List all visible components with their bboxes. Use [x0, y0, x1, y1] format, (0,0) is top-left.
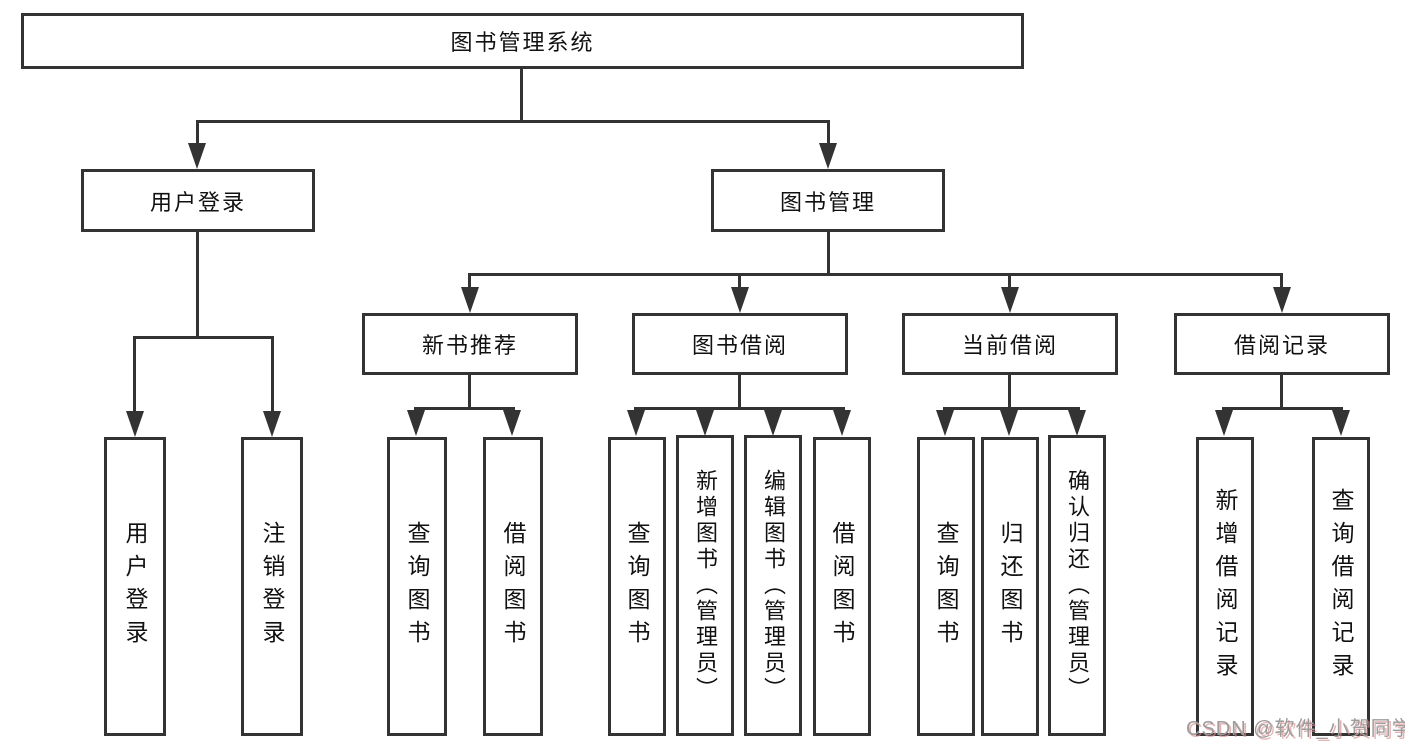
node-newrec-borrow-books: 借阅图书 — [483, 437, 543, 736]
connector-line — [1280, 375, 1283, 407]
node-borrowing-records: 借阅记录 — [1174, 313, 1390, 375]
node-root-label: 图书管理系统 — [450, 30, 595, 55]
arrow-down-icon — [126, 411, 144, 437]
node-records-add-record: 新增借阅记录 — [1196, 437, 1254, 736]
connector-line — [634, 407, 845, 410]
arrow-down-icon — [1215, 410, 1233, 436]
arrow-down-icon — [1332, 410, 1350, 436]
node-book-borrowing: 图书借阅 — [632, 313, 848, 375]
node-borrow-edit-books-admin-label: 编辑图书（管理员） — [761, 468, 786, 703]
node-user-login: 用户登录 — [81, 169, 315, 232]
arrow-down-icon — [731, 287, 749, 313]
node-current-confirm-return-admin-label: 确认归还（管理员） — [1065, 468, 1090, 703]
arrow-down-icon — [936, 410, 954, 436]
node-borrow-edit-books-admin: 编辑图书（管理员） — [744, 435, 802, 736]
connector-line — [520, 69, 523, 120]
node-borrow-query-books: 查询图书 — [608, 437, 666, 736]
arrow-down-icon — [263, 411, 281, 437]
node-current-borrowing-label: 当前借阅 — [961, 333, 1058, 358]
node-book-borrowing-label: 图书借阅 — [691, 333, 788, 358]
node-user-login-label: 用户登录 — [149, 189, 246, 215]
arrow-down-icon — [407, 410, 425, 436]
node-records-add-record-label: 新增借阅记录 — [1212, 487, 1238, 686]
node-current-return-books: 归还图书 — [981, 437, 1039, 736]
node-current-return-books-label: 归还图书 — [997, 520, 1023, 653]
arrow-down-icon — [696, 410, 714, 436]
connector-line — [738, 375, 741, 407]
connector-line — [133, 336, 274, 339]
connector-line — [1280, 273, 1283, 287]
arrow-down-icon — [627, 410, 645, 436]
node-newrec-query-books-label: 查询图书 — [404, 520, 430, 653]
arrow-down-icon — [1273, 287, 1291, 313]
node-records-query-record-label: 查询借阅记录 — [1328, 487, 1354, 686]
node-book-management-label: 图书管理 — [779, 189, 876, 215]
node-newrec-query-books: 查询图书 — [387, 437, 447, 736]
connector-line — [1222, 407, 1343, 410]
arrow-down-icon — [1068, 410, 1086, 436]
arrow-down-icon — [833, 410, 851, 436]
connector-line — [468, 273, 1283, 276]
node-current-query-books: 查询图书 — [917, 437, 975, 736]
connector-line — [271, 336, 274, 411]
node-borrow-add-books-admin-label: 新增图书（管理员） — [693, 468, 718, 703]
node-borrow-borrow-books-label: 借阅图书 — [829, 520, 855, 653]
connector-line — [943, 407, 1080, 410]
watermark: CSDN @软件_小贺同学 — [1186, 718, 1405, 740]
node-records-query-record: 查询借阅记录 — [1312, 437, 1370, 736]
node-newrec-borrow-books-label: 借阅图书 — [500, 520, 526, 653]
connector-line — [468, 375, 471, 407]
connector-line — [1008, 375, 1011, 407]
connector-line — [1008, 273, 1011, 287]
node-borrowing-records-label: 借阅记录 — [1233, 333, 1330, 358]
node-logout-action-label: 注销登录 — [259, 520, 285, 653]
connector-line — [827, 120, 830, 143]
node-root: 图书管理系统 — [21, 13, 1024, 69]
node-new-book-recommend-label: 新书推荐 — [421, 333, 518, 358]
connector-line — [196, 232, 199, 336]
node-current-query-books-label: 查询图书 — [933, 520, 959, 653]
connector-line — [196, 120, 199, 143]
arrow-down-icon — [461, 287, 479, 313]
arrow-down-icon — [503, 410, 521, 436]
connector-line — [196, 120, 830, 123]
arrow-down-icon — [1001, 287, 1019, 313]
connector-line — [827, 232, 830, 273]
connector-line — [133, 336, 136, 411]
node-new-book-recommend: 新书推荐 — [362, 313, 578, 375]
arrow-down-icon — [764, 410, 782, 436]
connector-line — [468, 273, 471, 287]
arrow-down-icon — [1000, 410, 1018, 436]
node-borrow-borrow-books: 借阅图书 — [813, 437, 871, 736]
node-borrow-add-books-admin: 新增图书（管理员） — [676, 435, 734, 736]
connector-line — [738, 273, 741, 287]
node-logout-action: 注销登录 — [241, 437, 303, 736]
connector-line — [414, 407, 515, 410]
node-user-login-action-label: 用户登录 — [122, 520, 148, 653]
node-book-management: 图书管理 — [711, 169, 945, 232]
arrow-down-icon — [819, 143, 837, 169]
node-user-login-action: 用户登录 — [104, 437, 166, 736]
node-borrow-query-books-label: 查询图书 — [624, 520, 650, 653]
node-current-borrowing: 当前借阅 — [902, 313, 1118, 375]
arrow-down-icon — [188, 143, 206, 169]
node-current-confirm-return-admin: 确认归还（管理员） — [1048, 435, 1106, 736]
